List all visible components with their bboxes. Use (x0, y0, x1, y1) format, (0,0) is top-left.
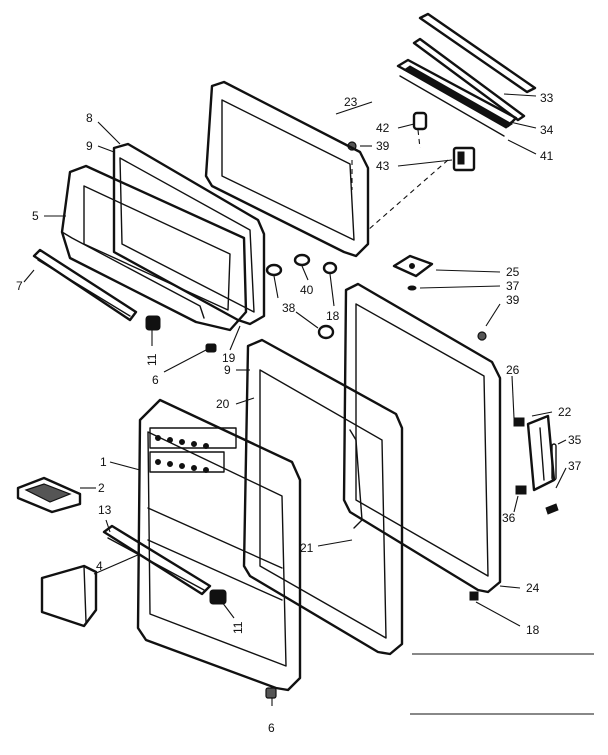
egg-tray-dots (155, 435, 209, 473)
callout-13: 13 (98, 503, 112, 517)
callout-34: 34 (540, 123, 554, 137)
washer-18-mid (317, 324, 335, 340)
bracket-41 (396, 58, 518, 137)
strip-33 (418, 12, 537, 94)
callout-37-bottom: 37 (568, 459, 582, 473)
pin-35 (551, 443, 557, 481)
spacer-36 (515, 485, 527, 495)
hinge-43 (452, 146, 476, 172)
callout-22: 22 (558, 405, 572, 419)
fresh-food-door-liner-21 (259, 369, 387, 639)
cabinet-liner-1 (136, 398, 302, 692)
callout-41: 41 (540, 149, 554, 163)
fresh-food-door-gasket-9 (242, 338, 404, 656)
freezer-door-frame-23 (204, 80, 370, 258)
callout-43: 43 (376, 159, 390, 173)
callout-25: 25 (506, 265, 520, 279)
knob-11-bottom (209, 589, 227, 605)
callout-21: 21 (300, 541, 314, 555)
callout-38: 38 (282, 301, 296, 315)
callout-37-top: 37 (506, 279, 520, 293)
callout-35: 35 (568, 433, 582, 447)
fresh-food-door-frame-24 (342, 282, 502, 594)
screw-39-mid (477, 331, 487, 341)
callout-6-top: 6 (152, 373, 159, 387)
callout-40: 40 (300, 283, 314, 297)
screw-37-bottom (545, 503, 559, 515)
hinge-22 (526, 414, 556, 492)
callout-1: 1 (100, 455, 107, 469)
callout-33: 33 (540, 91, 554, 105)
knob-11-top (145, 315, 161, 331)
bushing-18-top (322, 261, 338, 275)
callout-19: 19 (222, 351, 236, 365)
strip-34 (412, 37, 526, 122)
callout-9-mid: 9 (224, 363, 231, 377)
callout-42: 42 (376, 121, 390, 135)
callout-8: 8 (86, 111, 93, 125)
shelf-rail-7 (32, 248, 138, 322)
callout-4: 4 (96, 559, 103, 573)
callout-24: 24 (526, 581, 540, 595)
hinge-plate-25 (392, 254, 434, 278)
callout-23: 23 (344, 95, 358, 109)
bushing-40 (293, 253, 311, 267)
callout-18-bottom: 18 (526, 623, 540, 637)
screw-18-bottom (469, 591, 479, 601)
freezer-door-gasket-8 (112, 142, 266, 326)
spacer-26 (513, 417, 525, 427)
callout-11-top: 11 (145, 353, 159, 366)
callout-39-top: 39 (376, 139, 390, 153)
bushing-6-top (205, 343, 217, 353)
clip-42 (412, 111, 428, 131)
callout-2: 2 (98, 481, 105, 495)
bushing-6-bottom (265, 687, 277, 699)
freezer-door-liner-5 (60, 164, 248, 332)
callout-39-mid: 39 (506, 293, 520, 307)
bushing-38 (265, 263, 283, 277)
callout-9-top: 9 (86, 139, 93, 153)
callout-5: 5 (32, 209, 39, 223)
dairy-bin-2 (16, 476, 82, 514)
callout-6-bottom: 6 (268, 721, 275, 735)
callout-36: 36 (502, 511, 516, 525)
shelf-cover-4 (40, 564, 98, 628)
callout-26: 26 (506, 363, 520, 377)
callout-20: 20 (216, 397, 230, 411)
shelf-rail-13 (102, 524, 212, 596)
callout-11-bottom: 11 (231, 621, 245, 634)
callout-18-top: 18 (326, 309, 340, 323)
callout-7: 7 (16, 279, 23, 293)
screw-37-top (407, 285, 417, 291)
